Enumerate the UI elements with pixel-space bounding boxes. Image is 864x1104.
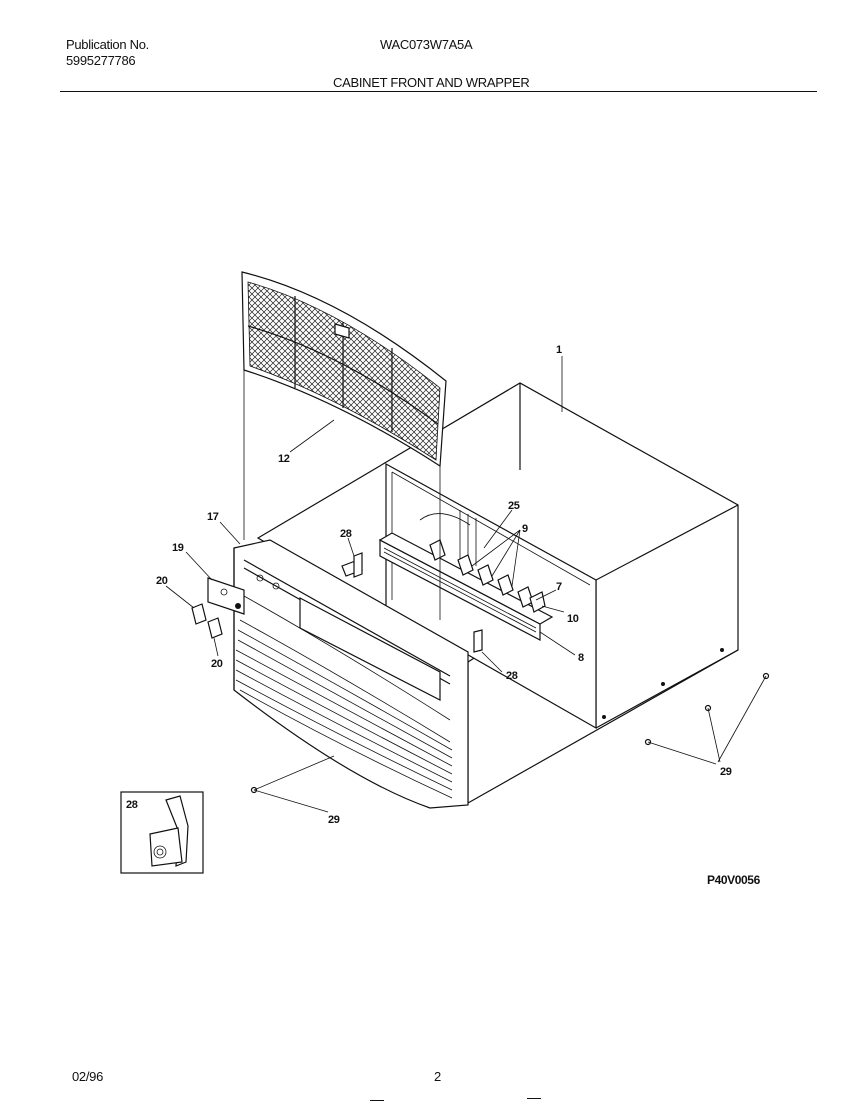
callout-12: 12: [278, 453, 290, 465]
header-rule: [60, 91, 817, 92]
callout-20-a: 20: [156, 575, 168, 587]
drawing-code: P40V0056: [707, 873, 761, 887]
callout-1: 1: [556, 344, 562, 356]
front-grille: [233, 539, 469, 809]
control-bracket: [378, 532, 554, 641]
callout-17: 17: [207, 511, 219, 523]
inset-callout-28: 28: [126, 799, 138, 811]
inset-detail: 28: [120, 791, 204, 874]
footer-mark-left: [370, 1100, 384, 1101]
callout-28-a: 28: [340, 528, 352, 540]
callout-28-b: 28: [506, 670, 518, 682]
callout-20-b: 20: [211, 658, 223, 670]
callout-19: 19: [172, 542, 184, 554]
footer-mark-right: [527, 1098, 541, 1099]
callout-25: 25: [508, 500, 520, 512]
publication-label: Publication No.: [66, 37, 149, 52]
model-number: WAC073W7A5A: [380, 37, 473, 52]
callout-29-b: 29: [720, 766, 732, 778]
callout-9: 9: [522, 523, 528, 535]
leader-lines: [165, 356, 767, 813]
callout-10: 10: [567, 613, 579, 625]
callout-29-a: 29: [328, 814, 340, 826]
publication-number: 5995277786: [66, 53, 136, 68]
control-panel-plate: [207, 577, 245, 615]
mounting-clips: [341, 552, 483, 653]
callout-8: 8: [578, 652, 584, 664]
air-filter: [241, 271, 447, 468]
footer-date: 02/96: [72, 1069, 104, 1084]
footer-page-number: 2: [434, 1069, 441, 1084]
callout-7: 7: [556, 581, 562, 593]
section-title: CABINET FRONT AND WRAPPER: [333, 75, 530, 90]
control-knobs: [191, 603, 223, 639]
